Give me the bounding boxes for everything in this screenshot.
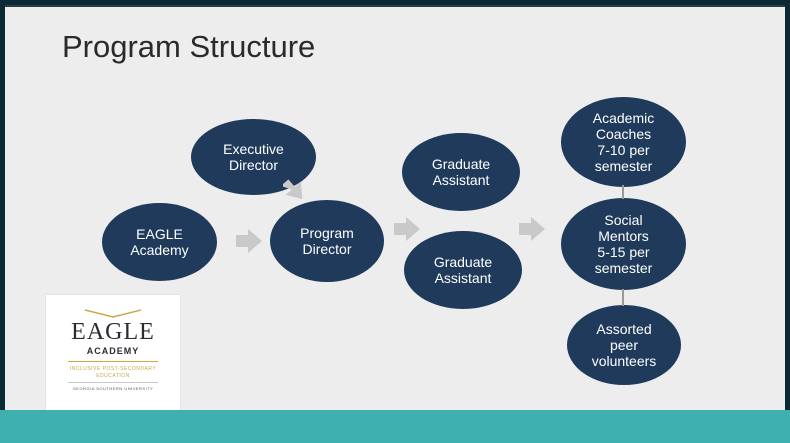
- eagle-academy-logo: EAGLE ACADEMY INCLUSIVE POST-SECONDARY E…: [46, 295, 180, 415]
- arrow-eagle-to-program-icon: [236, 229, 262, 253]
- node-academic-coaches-label: Academic Coaches 7-10 per semester: [592, 110, 655, 174]
- logo-brand: EAGLE: [71, 319, 155, 345]
- node-graduate-assistant-2-label: Graduate Assistant: [433, 254, 493, 286]
- node-academic-coaches: Academic Coaches 7-10 per semester: [561, 97, 686, 187]
- node-executive-director: Executive Director: [191, 119, 316, 195]
- node-eagle-academy: EAGLE Academy: [102, 203, 217, 281]
- node-executive-director-label: Executive Director: [223, 141, 284, 173]
- node-program-director: Program Director: [270, 200, 384, 282]
- node-social-mentors-label: Social Mentors 5-15 per semester: [594, 212, 653, 276]
- logo-tagline-2: EDUCATION: [96, 373, 130, 379]
- footer-accent-bar: [0, 410, 790, 443]
- logo-divider: [68, 361, 158, 362]
- logo-university: GEORGIA SOUTHERN UNIVERSITY: [72, 386, 154, 391]
- arrow-executive-to-program-icon: [283, 179, 303, 200]
- node-graduate-assistant-1-label: Graduate Assistant: [431, 156, 491, 188]
- node-program-director-label: Program Director: [300, 225, 354, 257]
- node-peer-volunteers-label: Assorted peer volunteers: [591, 321, 657, 369]
- logo-divider-2: [68, 382, 158, 383]
- node-graduate-assistant-1: Graduate Assistant: [402, 133, 520, 211]
- node-eagle-academy-label: EAGLE Academy: [130, 226, 189, 258]
- logo-tagline-1: INCLUSIVE POST-SECONDARY: [69, 366, 157, 372]
- arrow-assistants-to-staff-icon: [519, 217, 545, 241]
- connector-coaches-mentors: [622, 185, 624, 199]
- node-peer-volunteers: Assorted peer volunteers: [567, 305, 681, 385]
- slide-top-rule: [5, 5, 785, 7]
- node-graduate-assistant-2: Graduate Assistant: [404, 231, 522, 309]
- node-social-mentors: Social Mentors 5-15 per semester: [561, 198, 686, 290]
- connector-mentors-volunteers: [622, 289, 624, 306]
- logo-subtitle: ACADEMY: [86, 346, 140, 356]
- slide: Program Structure EAGLE Academy Executiv…: [5, 5, 785, 415]
- logo-chevron-icon: [85, 309, 141, 318]
- slide-title: Program Structure: [62, 29, 316, 64]
- arrow-program-to-assistants-icon: [394, 217, 420, 241]
